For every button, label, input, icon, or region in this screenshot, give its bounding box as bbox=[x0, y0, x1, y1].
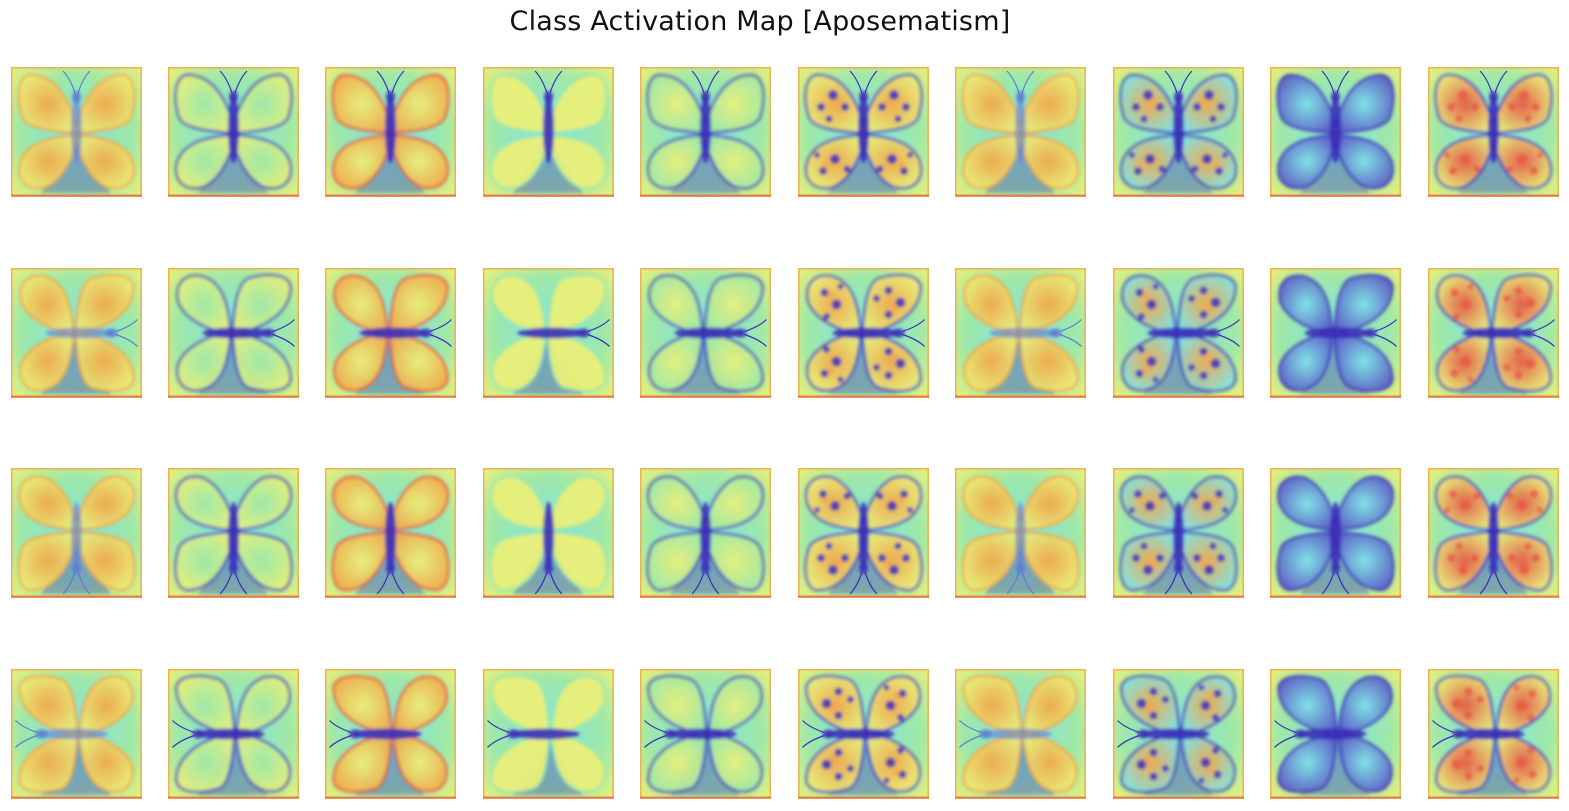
activation-map-tile bbox=[483, 268, 614, 398]
heatmap-image bbox=[168, 67, 299, 197]
figure-title: Class Activation Map [Aposematism] bbox=[509, 6, 1011, 37]
heatmap-image bbox=[1113, 669, 1244, 799]
heatmap-image bbox=[798, 669, 929, 799]
activation-map-tile bbox=[798, 268, 929, 398]
heatmap-image bbox=[11, 669, 142, 799]
activation-map-tile bbox=[798, 468, 929, 598]
heatmap-image bbox=[168, 268, 299, 398]
activation-map-tile bbox=[1113, 669, 1244, 799]
heatmap-image bbox=[955, 268, 1086, 398]
heatmap-image bbox=[325, 67, 456, 197]
heatmap-image bbox=[955, 67, 1086, 197]
activation-map-tile bbox=[483, 67, 614, 197]
heatmap-image bbox=[168, 669, 299, 799]
heatmap-image bbox=[325, 268, 456, 398]
heatmap-image bbox=[640, 468, 771, 598]
activation-map-tile bbox=[1428, 669, 1559, 799]
activation-map-tile bbox=[1428, 268, 1559, 398]
activation-map-tile bbox=[955, 468, 1086, 598]
heatmap-image bbox=[1428, 268, 1559, 398]
heatmap-image bbox=[1428, 468, 1559, 598]
activation-map-tile bbox=[955, 67, 1086, 197]
heatmap-image bbox=[798, 468, 929, 598]
activation-map-tile bbox=[11, 468, 142, 598]
heatmap-image bbox=[640, 669, 771, 799]
heatmap-image bbox=[1428, 67, 1559, 197]
activation-map-tile bbox=[798, 67, 929, 197]
heatmap-image bbox=[955, 468, 1086, 598]
heatmap-image bbox=[1113, 268, 1244, 398]
activation-map-tile bbox=[168, 669, 299, 799]
activation-map-tile bbox=[11, 669, 142, 799]
activation-map-tile bbox=[1113, 468, 1244, 598]
activation-map-tile bbox=[640, 268, 771, 398]
heatmap-image bbox=[325, 669, 456, 799]
heatmap-image bbox=[1270, 468, 1401, 598]
activation-map-tile bbox=[168, 468, 299, 598]
heatmap-image bbox=[798, 268, 929, 398]
activation-map-tile bbox=[11, 67, 142, 197]
activation-map-tile bbox=[1113, 67, 1244, 197]
activation-map-tile bbox=[483, 669, 614, 799]
heatmap-image bbox=[640, 67, 771, 197]
heatmap-image bbox=[955, 669, 1086, 799]
heatmap-image bbox=[11, 468, 142, 598]
activation-map-tile bbox=[325, 67, 456, 197]
heatmap-image bbox=[325, 468, 456, 598]
heatmap-image bbox=[483, 468, 614, 598]
activation-map-tile bbox=[325, 669, 456, 799]
activation-map-tile bbox=[168, 67, 299, 197]
activation-map-tile bbox=[11, 268, 142, 398]
heatmap-image bbox=[798, 67, 929, 197]
activation-map-tile bbox=[1270, 468, 1401, 598]
activation-map-tile bbox=[798, 669, 929, 799]
heatmap-image bbox=[1270, 67, 1401, 197]
activation-map-tile bbox=[168, 268, 299, 398]
activation-map-tile bbox=[640, 67, 771, 197]
heatmap-image bbox=[640, 268, 771, 398]
activation-map-tile bbox=[325, 468, 456, 598]
heatmap-image bbox=[483, 268, 614, 398]
activation-map-tile bbox=[1113, 268, 1244, 398]
heatmap-image bbox=[11, 268, 142, 398]
heatmap-image bbox=[1270, 669, 1401, 799]
heatmap-image bbox=[483, 669, 614, 799]
heatmap-image bbox=[1113, 67, 1244, 197]
heatmap-image bbox=[483, 67, 614, 197]
heatmap-image bbox=[1113, 468, 1244, 598]
activation-map-tile bbox=[1270, 67, 1401, 197]
activation-map-tile bbox=[640, 468, 771, 598]
heatmap-image bbox=[11, 67, 142, 197]
activation-map-tile bbox=[955, 669, 1086, 799]
activation-map-tile bbox=[1428, 67, 1559, 197]
activation-map-tile bbox=[1270, 669, 1401, 799]
activation-map-tile bbox=[1270, 268, 1401, 398]
activation-map-tile bbox=[640, 669, 771, 799]
activation-map-tile bbox=[483, 468, 614, 598]
heatmap-image bbox=[168, 468, 299, 598]
activation-map-tile bbox=[1428, 468, 1559, 598]
heatmap-image bbox=[1270, 268, 1401, 398]
heatmap-image bbox=[1428, 669, 1559, 799]
activation-map-tile bbox=[325, 268, 456, 398]
activation-map-tile bbox=[955, 268, 1086, 398]
